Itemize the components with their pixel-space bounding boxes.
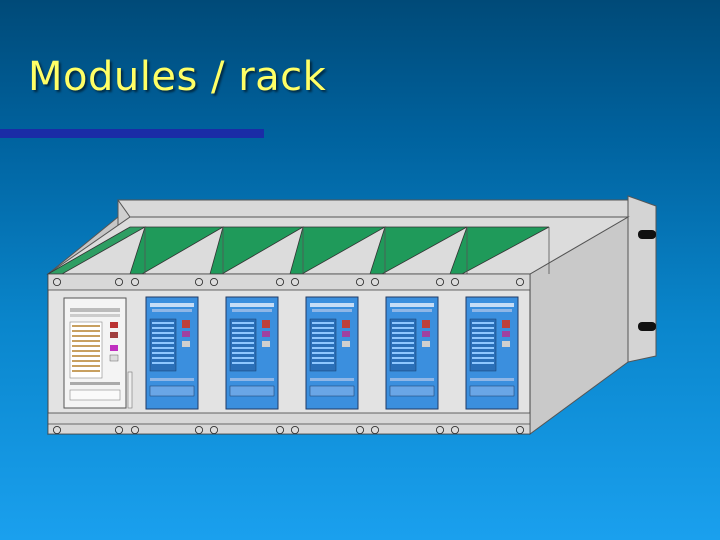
title-accent-rule: [0, 129, 264, 138]
io-module-3: [305, 296, 359, 410]
controller-latch: [127, 371, 133, 409]
rack-slot-dividers: [46, 216, 630, 275]
io-module-2: [225, 296, 279, 410]
io-module-4: [385, 296, 439, 410]
controller-module: [63, 297, 127, 409]
rack-ear-right: [627, 195, 657, 363]
rack-screws: [52, 277, 525, 435]
io-module-1: [145, 296, 199, 410]
io-module-5: [465, 296, 519, 410]
slide-title: Modules / rack: [28, 54, 327, 100]
